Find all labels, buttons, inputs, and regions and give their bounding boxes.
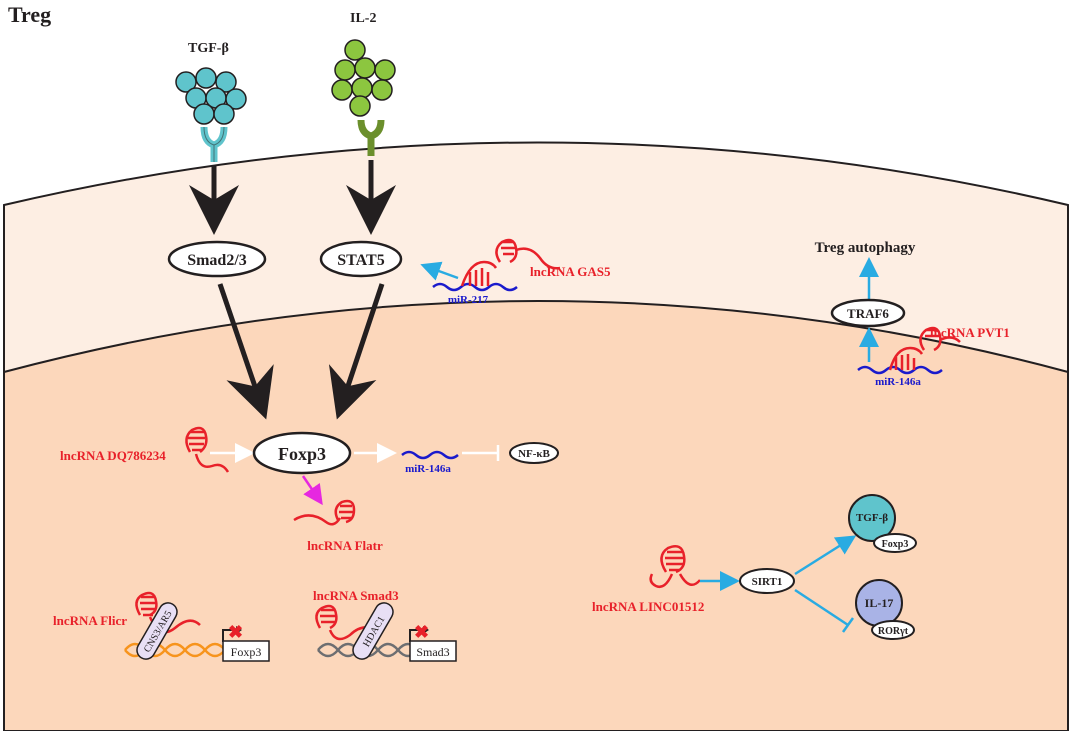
- gas5-label: lncRNA GAS5: [530, 264, 611, 279]
- foxp3-small-node: [873, 533, 917, 553]
- traf6-label: TRAF6: [847, 306, 889, 321]
- mir146a-strand: [401, 450, 459, 460]
- linc01512-label: lncRNA LINC01512: [592, 599, 704, 614]
- il2-ligand-cluster: [331, 39, 396, 117]
- arrow-sirt1-to-tgfb: [794, 535, 857, 576]
- stat5-label: STAT5: [337, 252, 384, 269]
- hdac1-pill: [352, 602, 394, 660]
- inhibit-bar-il17: [841, 617, 855, 633]
- flatr-label: lncRNA Flatr: [307, 538, 383, 553]
- linc01512-lncrna-shape: [649, 545, 701, 588]
- pvt1-lncrna-shape: [888, 326, 961, 371]
- cns3-ar5-pill: [136, 602, 178, 660]
- smad3-gene-promoter-arrow: [409, 629, 425, 642]
- stat5-node: [319, 240, 403, 278]
- arrow-smad-to-foxp3: [217, 283, 274, 420]
- sirt1-label: SIRT1: [752, 576, 783, 588]
- il2-label: IL-2: [350, 11, 376, 26]
- arrow-mir217-to-stat5: [420, 261, 459, 281]
- pvt1-label: lncRNA PVT1: [930, 325, 1010, 340]
- mir146a-label: miR-146a: [405, 463, 451, 475]
- tgfb-small-label: TGF-β: [856, 512, 888, 524]
- dq786234-lncrna-shape: [185, 426, 230, 473]
- treg-autophagy-label: Treg autophagy: [815, 240, 916, 256]
- nfkb-label: NF-κB: [518, 448, 550, 460]
- tgfb-small-circle: [848, 494, 896, 542]
- nfkb-node: [509, 442, 559, 464]
- il17-label: IL-17: [865, 596, 894, 610]
- foxp3-node: [252, 431, 352, 475]
- foxp3-gene-arrowhead: [236, 626, 242, 634]
- smad3-lncrna-label: lncRNA Smad3: [313, 588, 399, 603]
- traf6-node: [830, 298, 906, 328]
- mir146a-pvt-label: miR-146a: [875, 376, 921, 388]
- foxp3-gene-label: Foxp3: [231, 645, 262, 659]
- inhibit-sirt1-to-il17: [794, 588, 849, 627]
- mir217-strand: [432, 282, 518, 292]
- rorgt-label: RORγt: [878, 626, 909, 637]
- mir146a-pvt-strand: [857, 365, 943, 375]
- figure-title: Treg: [8, 2, 51, 27]
- rorgt-node: [871, 620, 915, 640]
- smad3-gene-block-x: ✖: [414, 622, 429, 642]
- dq786234-label: lncRNA DQ786234: [60, 448, 166, 463]
- arrow-foxp3-to-flatr: [301, 475, 323, 506]
- smad23-label: Smad2/3: [187, 252, 247, 269]
- tgf-beta-ligand-cluster: [175, 67, 247, 125]
- foxp3-gene-promoter-arrow: [222, 629, 238, 642]
- smad3-gene-label: Smad3: [416, 645, 449, 659]
- foxp3-gene-block-x: ✖: [228, 622, 243, 642]
- tgf-receptor-outline: [203, 126, 225, 162]
- flicr-label: lncRNA Flicr: [53, 613, 127, 628]
- smad3-gene-arrowhead: [423, 626, 429, 634]
- foxp3-gene-box: [222, 640, 270, 662]
- smad23-node: [167, 240, 267, 278]
- smad3-gene-box: [409, 640, 457, 662]
- arrow-stat5-to-foxp3: [328, 283, 385, 420]
- gas5-lncrna-shape: [460, 238, 561, 287]
- il2-receptor: [357, 119, 385, 156]
- tgf-beta-label: TGF-β: [188, 41, 229, 56]
- foxp3-label: Foxp3: [278, 444, 326, 464]
- sirt1-node: [739, 568, 795, 594]
- foxp3-small-label: Foxp3: [882, 539, 909, 550]
- flatr-lncrna-shape: [293, 499, 356, 526]
- mir217-label: miR-217: [448, 294, 489, 306]
